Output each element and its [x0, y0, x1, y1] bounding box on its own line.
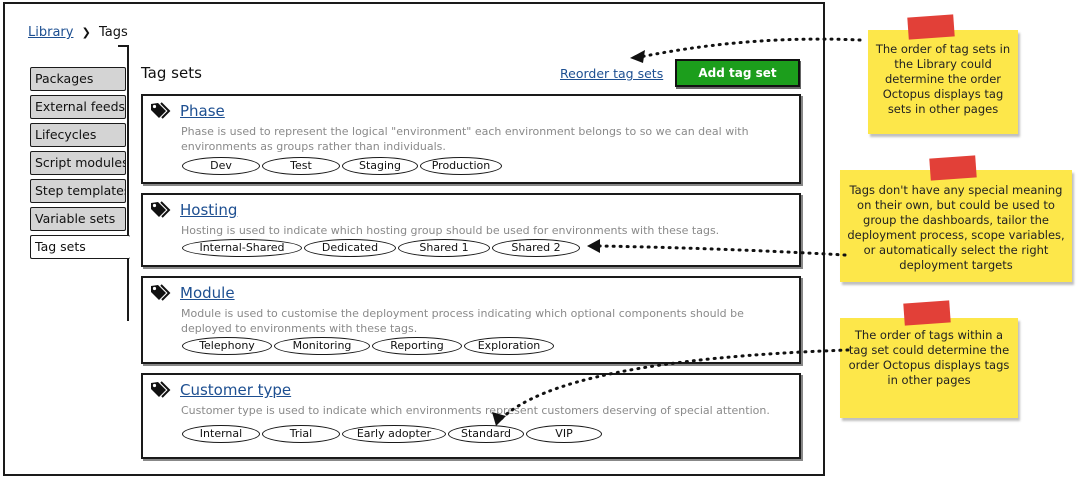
sidebar: Packages External feeds Lifecycles Scrip…	[30, 67, 130, 263]
annotation-note-tag-order: The order of tags within a tag set could…	[840, 300, 1018, 418]
sidebar-item-packages[interactable]: Packages	[30, 67, 126, 91]
breadcrumb-current: Tags	[98, 25, 128, 40]
tag-pill[interactable]: Dedicated	[304, 239, 396, 257]
sidebar-item-tag-sets[interactable]: Tag sets	[30, 235, 130, 259]
tag-set-description: Module is used to customise the deployme…	[181, 307, 744, 335]
tag-set-header: Hosting	[150, 200, 237, 220]
page-title: Tag sets	[141, 64, 202, 82]
tag-set-title[interactable]: Phase	[180, 102, 225, 120]
arrowhead-icon	[630, 50, 645, 63]
tag-pill[interactable]: Monitoring	[274, 337, 370, 355]
tag-pill[interactable]: VIP	[526, 425, 602, 443]
tag-pill[interactable]: Internal	[182, 425, 260, 443]
arrowhead-icon	[492, 412, 506, 426]
tag-set-card-phase: Phase Phase is used to represent the log…	[141, 94, 801, 184]
tag-pill[interactable]: Production	[420, 157, 502, 175]
note-text: The order of tags within a tag set could…	[848, 328, 1010, 387]
note-text: Tags don't have any special meaning on t…	[847, 183, 1065, 272]
tag-list: Internal Trial Early adopter Standard VI…	[182, 425, 604, 443]
tag-set-title[interactable]: Module	[180, 284, 235, 302]
breadcrumb-library-link[interactable]: Library	[28, 25, 74, 40]
tag-pill[interactable]: Shared 2	[492, 239, 580, 257]
reorder-tag-sets-link[interactable]: Reorder tag sets	[560, 66, 664, 81]
chevron-right-icon: ❯	[81, 26, 91, 39]
annotation-note-tag-meaning: Tags don't have any special meaning on t…	[840, 155, 1072, 282]
annotation-note-tag-set-order: The order of tag sets in the Library cou…	[868, 14, 1018, 134]
tag-pill[interactable]: Exploration	[464, 337, 554, 355]
arrow-reorder	[638, 37, 862, 59]
tag-set-title[interactable]: Hosting	[180, 201, 238, 219]
note-text: The order of tag sets in the Library cou…	[875, 42, 1011, 116]
sidebar-item-lifecycles[interactable]: Lifecycles	[30, 123, 126, 147]
tag-set-description: Hosting is used to indicate which hostin…	[181, 224, 720, 237]
sidebar-item-script-modules[interactable]: Script modules	[30, 151, 126, 175]
tag-pill[interactable]: Internal-Shared	[182, 239, 302, 257]
tag-set-title[interactable]: Customer type	[180, 381, 292, 399]
tag-pill[interactable]: Staging	[342, 157, 418, 175]
tag-set-description: Phase is used to represent the logical "…	[181, 125, 749, 153]
tag-set-header: Phase	[150, 101, 225, 121]
arrowhead-icon	[587, 239, 600, 253]
tag-set-header: Customer type	[150, 380, 291, 400]
tag-set-card-hosting: Hosting Hosting is used to indicate whic…	[141, 193, 801, 267]
breadcrumb: Library ❯ Tags	[28, 25, 128, 40]
tag-set-card-customer-type: Customer type Customer type is used to i…	[141, 373, 801, 459]
tag-list: Dev Test Staging Production	[182, 157, 504, 175]
tag-pill[interactable]: Standard	[448, 425, 524, 443]
tag-icon	[151, 284, 171, 301]
sidebar-divider	[127, 45, 129, 321]
sidebar-item-step-templates[interactable]: Step templates	[30, 179, 126, 203]
tag-pill[interactable]: Reporting	[372, 337, 462, 355]
sidebar-item-external-feeds[interactable]: External feeds	[30, 95, 126, 119]
tag-pill[interactable]: Dev	[182, 157, 260, 175]
tag-pill[interactable]: Early adopter	[342, 425, 446, 443]
tag-icon	[151, 201, 171, 218]
tag-set-description: Customer type is used to indicate which …	[181, 404, 770, 417]
arrow-hosting-tags	[596, 244, 847, 257]
add-tag-set-button[interactable]: Add tag set	[675, 59, 800, 87]
tag-icon	[151, 381, 171, 398]
tag-pill[interactable]: Telephony	[182, 337, 272, 355]
sidebar-item-variable-sets[interactable]: Variable sets	[30, 207, 126, 231]
tag-pill[interactable]: Test	[262, 157, 340, 175]
tag-set-card-module: Module Module is used to customise the d…	[141, 276, 801, 364]
tag-pill[interactable]: Shared 1	[398, 239, 490, 257]
tag-list: Telephony Monitoring Reporting Explorati…	[182, 337, 556, 355]
tag-pill[interactable]: Trial	[262, 425, 340, 443]
tag-list: Internal-Shared Dedicated Shared 1 Share…	[182, 239, 582, 257]
arrow-customer-tags	[498, 348, 850, 422]
tag-set-header: Module	[150, 283, 235, 303]
tag-icon	[151, 102, 171, 119]
sidebar-divider-top	[118, 45, 128, 47]
